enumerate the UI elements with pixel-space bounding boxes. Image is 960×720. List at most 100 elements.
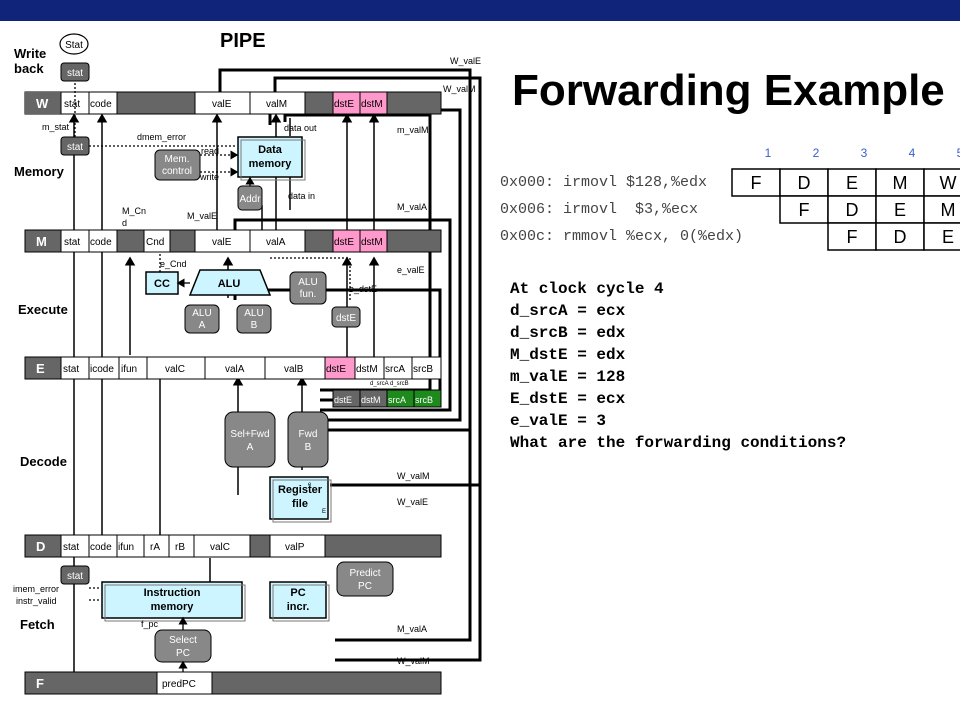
cycle-number-5: 5 (957, 146, 960, 160)
label-regfile-e-bot: E (322, 509, 326, 515)
label-w-valE-mid: W_valE (397, 497, 428, 507)
label-f-pc: f_pc (141, 619, 159, 629)
svg-text:Data: Data (258, 144, 283, 156)
stage-cell: F (731, 168, 781, 197)
svg-text:stat: stat (64, 99, 80, 110)
stat-output-label: Stat (65, 40, 83, 51)
fwd-b-unit (287, 411, 329, 468)
cycle-number-2: 2 (813, 146, 820, 160)
register-F: F predPC (24, 671, 442, 695)
stat-w-unit (60, 62, 90, 82)
svg-text:CC: CC (154, 278, 170, 290)
svg-text:Register: Register (278, 484, 323, 496)
alu-b-unit (236, 304, 272, 334)
svg-text:F: F (847, 227, 858, 247)
label-w-valM-top: W_valM (443, 84, 476, 94)
stage-cell: M (923, 195, 960, 224)
svg-text:Fwd: Fwd (299, 429, 318, 440)
register-file-unit (269, 476, 329, 520)
svg-text:dstE: dstE (326, 364, 346, 375)
svg-text:E: E (36, 361, 45, 376)
alu-a-unit (184, 304, 220, 334)
svg-text:A: A (199, 320, 206, 331)
info-question: What are the forwarding conditions? (510, 434, 847, 452)
svg-text:valE: valE (212, 99, 232, 110)
predict-pc-unit (336, 561, 394, 597)
svg-text:stat: stat (63, 364, 79, 375)
svg-text:ALU: ALU (298, 277, 317, 288)
pipe-title: PIPE (220, 30, 266, 52)
label-m-valM: m_valM (397, 125, 429, 135)
label-m-cnd-1: M_Cn (122, 206, 146, 216)
svg-text:rA: rA (150, 542, 160, 553)
svg-text:M: M (941, 200, 956, 220)
svg-text:W: W (36, 96, 49, 111)
svg-text:D: D (36, 539, 45, 554)
instruction-code: 0x000: irmovl $128,%edx (500, 174, 708, 191)
label-e-cnd: e_Cnd (160, 259, 187, 269)
svg-text:dstE: dstE (334, 395, 352, 405)
label-write: write (199, 172, 219, 182)
svg-text:stat: stat (63, 542, 79, 553)
svg-text:E: E (942, 227, 954, 247)
label-m-stat: m_stat (42, 122, 70, 132)
svg-text:F: F (799, 200, 810, 220)
stage-cell: F (827, 222, 877, 251)
info-line: e_valE = 3 (510, 412, 607, 430)
svg-text:M: M (36, 234, 47, 249)
sel-fwd-a-unit (224, 411, 276, 468)
data-memory-unit (237, 136, 303, 178)
info-line: At clock cycle 4 (510, 280, 664, 298)
label-e-dstE: e_dstE (349, 284, 377, 294)
info-line: d_srcB = edx (510, 324, 626, 342)
svg-text:Select: Select (169, 635, 197, 646)
cycle-number-4: 4 (909, 146, 916, 160)
svg-text:predPC: predPC (162, 679, 196, 690)
register-D: D stat code ifun rA rB valC valP (24, 534, 442, 558)
svg-text:A: A (247, 442, 254, 453)
stage-cell: E (827, 168, 877, 197)
svg-text:D: D (846, 200, 859, 220)
label-imem-error: imem_error (13, 584, 59, 594)
label-dmem-error: dmem_error (137, 132, 186, 142)
cycle-number-1: 1 (765, 146, 772, 160)
svg-text:M: M (893, 173, 908, 193)
register-M: M stat code Cnd valE valA dstE dstM (24, 229, 442, 253)
svg-text:code: code (90, 99, 112, 110)
stat-f-unit (60, 565, 90, 585)
svg-text:E: E (894, 200, 906, 220)
svg-text:dstE: dstE (334, 237, 354, 248)
stage-label-decode: Decode (20, 454, 67, 469)
label-m-valA-low: M_valA (397, 624, 427, 634)
mem-control-unit (154, 149, 201, 181)
svg-text:file: file (292, 498, 308, 510)
svg-text:Addr: Addr (239, 194, 261, 205)
svg-text:stat: stat (67, 142, 83, 153)
svg-text:B: B (305, 442, 312, 453)
timing-grid: FDEMWFDEMWFDEM (731, 168, 960, 251)
label-data-in: data in (288, 191, 315, 201)
info-line: d_srcA = ecx (510, 302, 626, 320)
label-w-valM-low: W_valM (397, 656, 430, 666)
svg-text:control: control (162, 166, 192, 177)
svg-text:srcB: srcB (413, 364, 433, 375)
pc-incr-unit (269, 581, 327, 619)
svg-text:dstM: dstM (361, 237, 383, 248)
label-w-valM-mid: W_valM (397, 471, 430, 481)
svg-text:incr.: incr. (287, 601, 310, 613)
label-data-out: data out (284, 123, 317, 133)
svg-text:memory: memory (151, 601, 195, 613)
svg-text:Predict: Predict (349, 568, 380, 579)
stage-cell: E (875, 195, 925, 224)
svg-text:PC: PC (358, 581, 372, 592)
alu-unit (188, 269, 272, 296)
top-bar (0, 0, 960, 21)
svg-text:D: D (894, 227, 907, 247)
stage-cell: E (923, 222, 960, 251)
svg-text:valC: valC (165, 364, 185, 375)
svg-text:F: F (36, 676, 44, 691)
instruction-code: 0x00c: rmmovl %ecx, 0(%edx) (500, 228, 744, 245)
info-line: m_valE = 128 (510, 368, 626, 386)
svg-text:srcB: srcB (415, 395, 433, 405)
